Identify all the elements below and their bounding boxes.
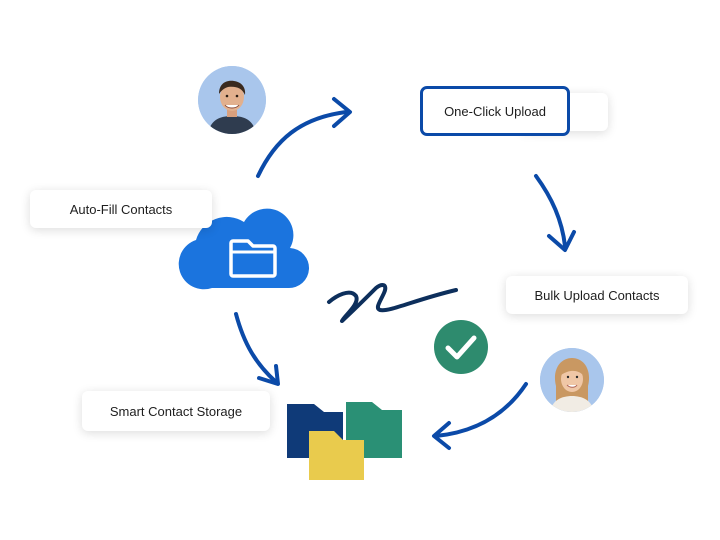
auto-fill-contacts-card[interactable]: Auto-Fill Contacts xyxy=(30,190,212,228)
avatar-man xyxy=(198,66,266,134)
arrow-head-4 xyxy=(257,364,280,386)
arrow-bulk-to-storage xyxy=(434,382,528,438)
one-click-upload-label: One-Click Upload xyxy=(444,103,546,119)
one-click-upload-card[interactable]: One-Click Upload xyxy=(420,86,570,136)
bulk-upload-contacts-card[interactable]: Bulk Upload Contacts xyxy=(506,276,688,314)
arrow-cloud-to-storage xyxy=(234,312,278,384)
check-circle-icon xyxy=(434,320,488,374)
arrow-upload-to-bulk xyxy=(534,174,567,248)
folders-icon xyxy=(287,402,402,480)
arrow-cloud-to-upload xyxy=(256,110,348,178)
bulk-upload-contacts-label: Bulk Upload Contacts xyxy=(534,287,660,303)
avatar-girl xyxy=(540,348,604,412)
smart-contact-storage-label: Smart Contact Storage xyxy=(109,403,243,419)
arrow-head-2 xyxy=(547,230,576,252)
auto-fill-contacts-label: Auto-Fill Contacts xyxy=(69,201,173,217)
smart-contact-storage-card[interactable]: Smart Contact Storage xyxy=(82,391,270,431)
arrow-head-1 xyxy=(332,97,352,128)
cloud-folder-icon xyxy=(178,208,310,290)
signature-scribble-icon xyxy=(327,283,458,323)
arrow-head-3 xyxy=(432,421,451,450)
